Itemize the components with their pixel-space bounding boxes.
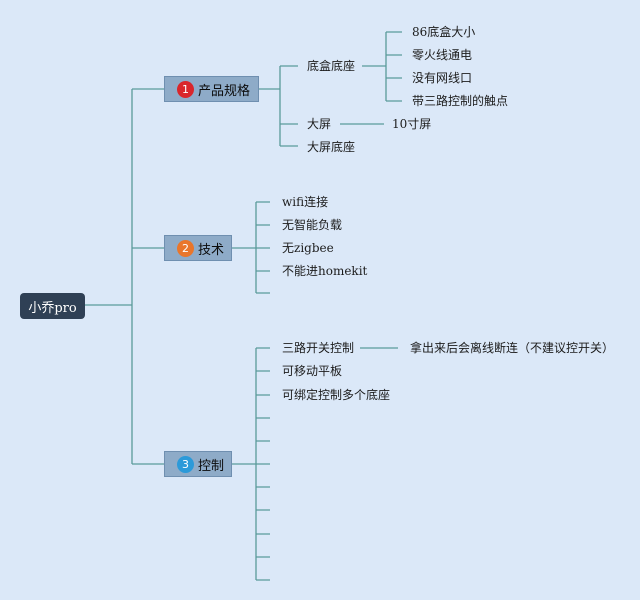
node-power[interactable]: 零火线通电 — [412, 48, 473, 62]
node-no-ethernet[interactable]: 没有网线口 — [412, 71, 473, 85]
branch-3-node[interactable]: 3 控制 — [164, 451, 232, 477]
branch-2-label: 技术 — [198, 242, 225, 258]
node-relay-contacts[interactable]: 带三路控制的触点 — [412, 94, 509, 108]
number-3-icon: 3 — [177, 455, 194, 473]
node-86-size[interactable]: 86底盒大小 — [412, 25, 476, 39]
node-10inch[interactable]: 10寸屏 — [392, 117, 432, 131]
branch-3-label: 控制 — [198, 458, 225, 474]
node-multi-base[interactable]: 可绑定控制多个底座 — [282, 388, 391, 402]
root-node[interactable]: 小乔pro — [20, 293, 85, 319]
node-no-smart-load[interactable]: 无智能负载 — [282, 218, 343, 232]
connector-dihe — [362, 31, 402, 102]
connector-root — [85, 88, 164, 465]
root-label: 小乔pro — [28, 300, 77, 316]
node-no-zigbee[interactable]: 无zigbee — [282, 241, 334, 255]
node-dapin[interactable]: 大屏 — [307, 117, 332, 131]
node-movable-tablet[interactable]: 可移动平板 — [282, 364, 343, 378]
node-dihe-dizuo[interactable]: 底盒底座 — [307, 59, 356, 73]
node-dapin-dizuo[interactable]: 大屏底座 — [307, 140, 356, 154]
branch-1-label: 产品规格 — [198, 83, 251, 99]
connector-branch-1 — [259, 65, 298, 147]
connector-branch-3 — [232, 347, 270, 581]
number-2-icon: 2 — [177, 239, 194, 257]
node-three-way-switch[interactable]: 三路开关控制 — [282, 341, 355, 355]
connector-branch-2 — [232, 201, 270, 294]
node-no-homekit[interactable]: 不能进homekit — [282, 264, 368, 278]
branch-1-node[interactable]: 1 产品规格 — [164, 76, 259, 102]
node-wifi[interactable]: wifi连接 — [282, 195, 329, 209]
number-1-icon: 1 — [177, 80, 194, 98]
branch-2-node[interactable]: 2 技术 — [164, 235, 232, 261]
node-offline-warning[interactable]: 拿出来后会离线断连（不建议控开关） — [410, 341, 615, 355]
